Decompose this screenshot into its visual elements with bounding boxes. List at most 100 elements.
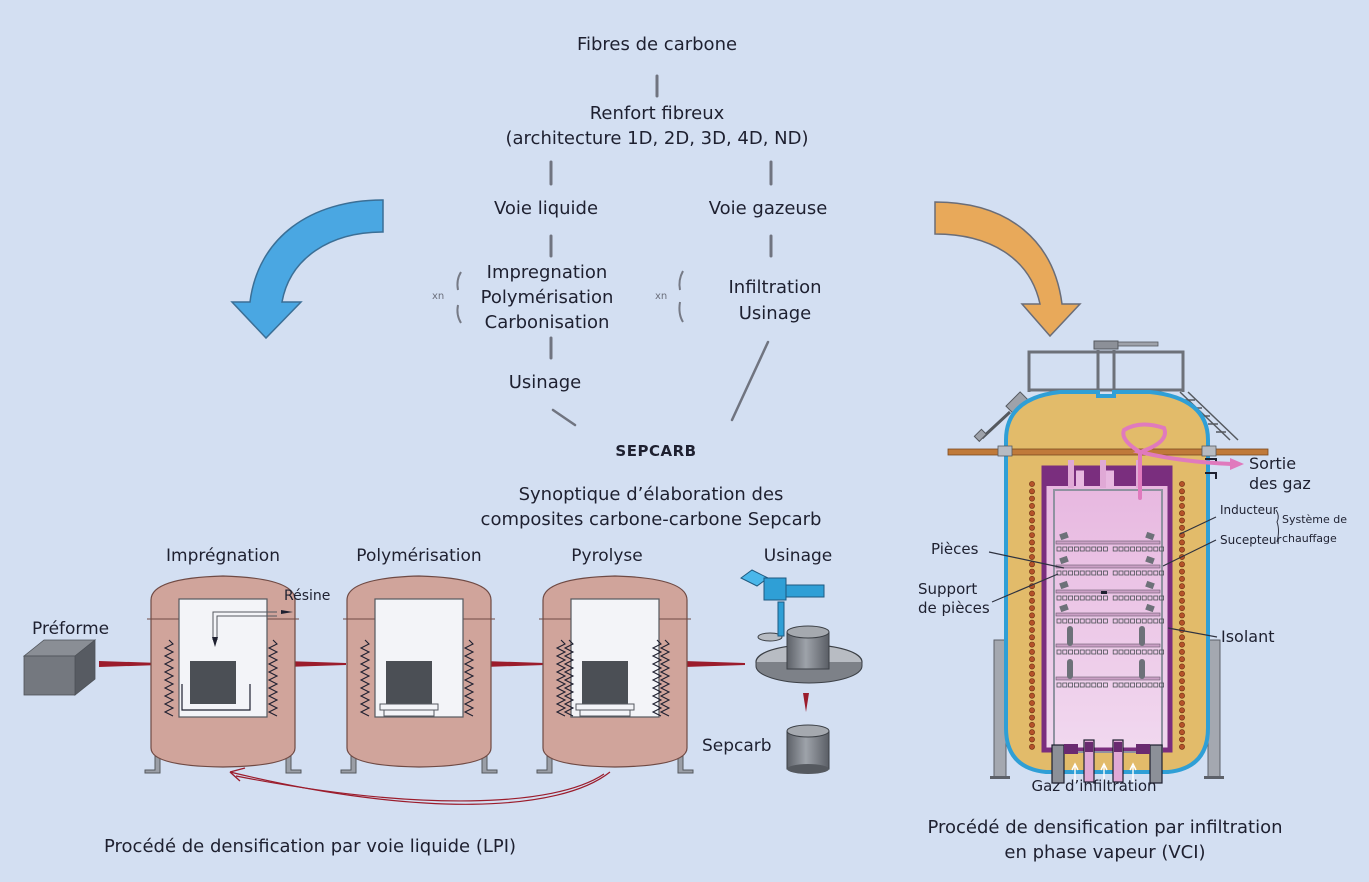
inductor-coil	[1179, 649, 1185, 655]
node-reinforcement-title: Renfort fibreux	[589, 103, 725, 124]
inductor-coil	[1029, 532, 1035, 538]
label-parts-support: Support de pièces	[918, 580, 990, 618]
node-reinforcement-architecture: (architecture 1D, 2D, 3D, 4D, ND)	[505, 128, 809, 149]
inductor-coil	[1029, 576, 1035, 582]
inductor-coil	[1179, 685, 1185, 692]
inductor-coil	[1029, 649, 1035, 655]
parts-support-shelf	[1055, 531, 1164, 552]
inductor-coil	[1179, 678, 1185, 684]
inductor-coil	[1179, 488, 1185, 495]
inductor-coil	[1029, 707, 1035, 714]
synoptic-connectors	[549, 74, 773, 427]
inductor-coil	[1029, 736, 1035, 743]
label-parts: Pièces	[931, 540, 979, 558]
flow-arrow-impregnation-to-polymerisation	[285, 661, 346, 667]
label-resin: Résine	[284, 588, 331, 604]
leader-support	[991, 573, 1059, 603]
label-heating-system-line2: chauffage	[1282, 532, 1337, 545]
inductor-coil	[1029, 692, 1035, 699]
synoptic-caption: Synoptique d’élaboration des composites …	[481, 482, 822, 532]
heating-brace	[1275, 509, 1279, 543]
inductor-coil	[1179, 700, 1185, 706]
repeat-braces	[456, 270, 684, 324]
inductor-coil	[1029, 743, 1035, 750]
node-carbon-fibres: Fibres de carbone	[576, 34, 738, 55]
stage-label-machining: Usinage	[763, 546, 833, 566]
inductor-coil	[1029, 561, 1035, 568]
flow-arrow-machining-to-sepcarb	[803, 693, 809, 712]
label-parts-support-line2: de pièces	[918, 599, 990, 617]
inductor-coil	[1179, 714, 1185, 721]
inductor-coil	[1179, 590, 1185, 597]
inductor-coil	[1179, 481, 1185, 487]
parts-support-shelf	[1055, 603, 1164, 624]
inductor-coil	[1029, 539, 1035, 546]
synoptic-caption-line1: Synoptique d’élaboration des	[518, 484, 784, 505]
inductor-coil	[1029, 619, 1035, 626]
inductor-coil	[1029, 656, 1035, 663]
inductor-coil	[1029, 481, 1035, 487]
inductor-coil	[1029, 634, 1035, 641]
flow-arrow-pyrolysis-to-machining	[684, 661, 745, 667]
inductor-coil	[1029, 729, 1035, 736]
inductor-coil	[1179, 539, 1185, 546]
label-infiltration-gas: Gaz d’infiltration	[1031, 777, 1157, 795]
inductor-coil	[1029, 670, 1035, 677]
inductor-coil	[1029, 700, 1035, 706]
lpi-flow-arrows	[99, 661, 809, 712]
gas-step-machining: Usinage	[738, 303, 812, 324]
leader-susceptor	[1162, 539, 1217, 567]
label-gas-out-line1: Sortie	[1249, 454, 1297, 473]
vci-reactor	[947, 340, 1279, 784]
inductor-coil	[1029, 502, 1035, 509]
inductor-coil	[1179, 743, 1185, 750]
liquid-step-polymerisation: Polymérisation	[480, 287, 614, 308]
furnace-impregnation	[144, 575, 302, 774]
inductor-coil	[1179, 663, 1185, 670]
curved-arrow-right-icon	[934, 201, 1082, 338]
flow-arrow-polymerisation-to-pyrolysis	[484, 661, 545, 667]
inductor-coil	[1179, 495, 1185, 502]
inductor-coil	[1179, 656, 1185, 663]
inductor-coil	[1029, 488, 1035, 495]
leader-pieces	[988, 551, 1065, 569]
liquid-step-impregnation: Impregnation	[486, 262, 608, 283]
sample-part	[1101, 591, 1107, 594]
inductor-coil	[1179, 502, 1185, 509]
stage-label-polymerisation: Polymérisation	[356, 546, 482, 566]
inductor-coil	[1179, 736, 1185, 743]
inductor-coil	[1179, 729, 1185, 736]
connector-gas-to-sepcarb	[730, 340, 770, 422]
inductor-coil	[1179, 510, 1185, 517]
inductor-coil	[1179, 619, 1185, 626]
inductor-coil	[1179, 634, 1185, 641]
label-parts-support-line1: Support	[918, 580, 978, 598]
inductor-coil	[1179, 576, 1185, 582]
label-heating-system: Système de chauffage	[1282, 510, 1347, 548]
inductor-coil	[1029, 685, 1035, 692]
inductor-coil	[1029, 678, 1035, 684]
machining-station	[740, 569, 863, 774]
node-sepcarb: SEPCARB	[615, 442, 697, 460]
spindle	[777, 601, 785, 637]
inductor-coil	[1029, 517, 1035, 524]
inductor-coil	[1029, 568, 1035, 575]
label-insulation: Isolant	[1221, 627, 1275, 646]
furnace-polymerisation	[340, 575, 498, 774]
label-susceptor: Sucepteur	[1220, 533, 1282, 547]
gas-step-infiltration: Infiltration	[728, 277, 822, 298]
inductor-coil	[1179, 722, 1185, 728]
leader-inductor	[1179, 516, 1217, 535]
flow-arrow-preform-to-impregnation	[99, 661, 160, 667]
stage-label-pyrolysis: Pyrolyse	[571, 546, 643, 566]
inductor-coil	[1029, 605, 1035, 611]
gas-repeat-brace	[678, 270, 684, 323]
inductor-coil	[1179, 561, 1185, 568]
label-preform: Préforme	[32, 619, 110, 639]
vci-caption-line1: Procédé de densification par infiltratio…	[927, 817, 1283, 838]
liquid-step-carbonisation: Carbonisation	[484, 312, 610, 333]
inductor-coil	[1179, 583, 1185, 590]
leader-insulation	[1167, 627, 1218, 638]
liquid-repeat-label: xn	[432, 291, 445, 302]
